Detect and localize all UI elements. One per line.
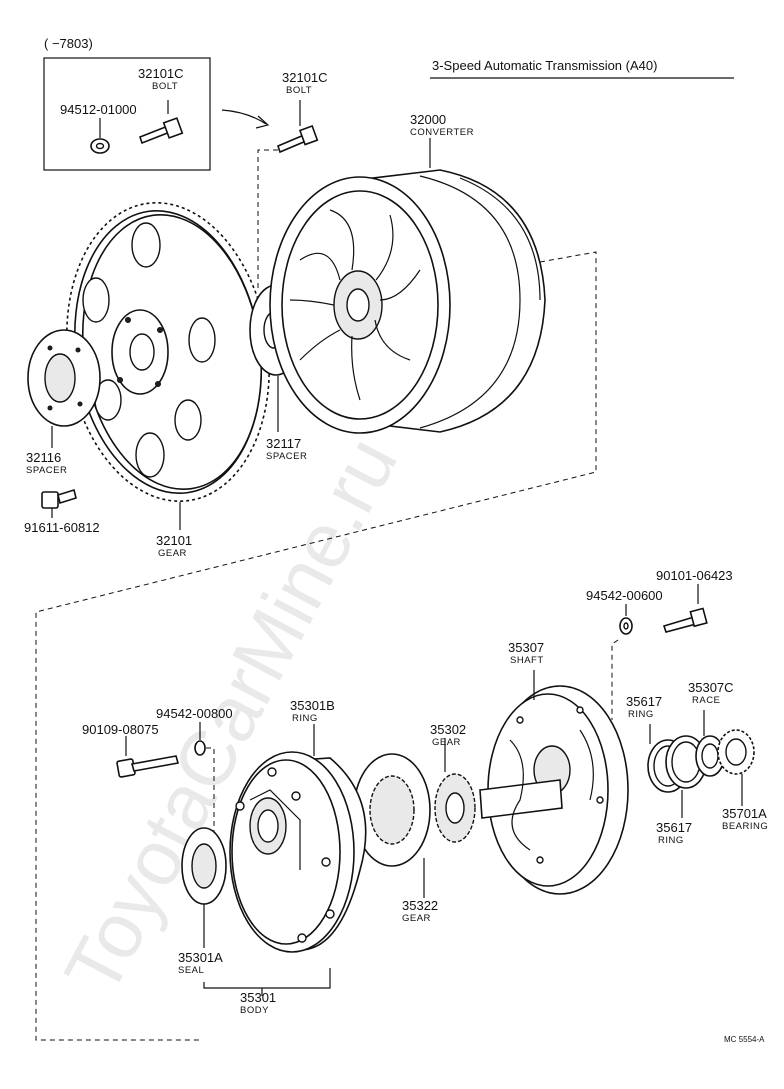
label-32000: 32000 CONVERTER xyxy=(410,112,474,138)
part-number: 90101-06423 xyxy=(656,568,733,583)
part-number: 94542-00600 xyxy=(586,588,663,603)
driven-gear xyxy=(353,753,431,867)
race xyxy=(695,735,725,777)
label-94542-00600: 94542-00600 xyxy=(586,588,663,603)
inset-frame xyxy=(43,57,211,171)
inset-note: ( −7803) xyxy=(44,36,93,51)
part-name: RING xyxy=(292,713,318,724)
part-number: 35701A xyxy=(722,806,767,821)
bolt-icon xyxy=(139,117,184,145)
label-35322: 35322 GEAR xyxy=(402,898,438,924)
label-35302: 35302 GEAR xyxy=(430,722,466,748)
label-35307C: 35307C RACE xyxy=(688,680,734,706)
title-text: 3-Speed Automatic Transmission (A40) xyxy=(432,58,657,73)
label-32101C-inset: 32101C BOLT xyxy=(138,66,184,92)
part-name: SHAFT xyxy=(510,655,544,666)
assembly-line xyxy=(35,251,597,1041)
diagram-title: 3-Speed Automatic Transmission (A40) xyxy=(430,58,734,79)
part-name: GEAR xyxy=(402,913,431,924)
thrust-bearing xyxy=(717,729,755,775)
label-32101: 32101 GEAR xyxy=(156,533,192,559)
label-32101C: 32101C BOLT xyxy=(282,70,328,96)
bolt-icon xyxy=(662,607,708,633)
label-94512: 94512-01000 xyxy=(60,102,137,117)
part-name: RACE xyxy=(692,695,720,706)
part-number: 35307C xyxy=(688,680,734,695)
nut-icon xyxy=(90,138,110,154)
label-35617-upper: 35617 RING xyxy=(626,694,662,720)
part-name: CONVERTER xyxy=(410,127,474,138)
label-90109: 90109-08075 xyxy=(82,722,159,737)
part-number: 35617 xyxy=(626,694,662,709)
bolt-icon xyxy=(41,488,77,509)
label-35701A: 35701A BEARING xyxy=(722,806,768,832)
arrow-icon xyxy=(221,109,267,125)
part-number: 35617 xyxy=(656,820,692,835)
part-name: SPACER xyxy=(26,465,67,476)
part-number: 32000 xyxy=(410,112,446,127)
part-number: 90109-08075 xyxy=(82,722,159,737)
part-number: 32117 xyxy=(266,436,301,451)
part-name: RING xyxy=(628,709,654,720)
label-35301: 35301 BODY xyxy=(240,990,276,1016)
bolt-icon xyxy=(277,125,319,154)
part-name: BEARING xyxy=(722,821,768,832)
part-name: BOLT xyxy=(152,81,178,92)
part-number: 32116 xyxy=(26,450,61,465)
part-number: 35301 xyxy=(240,990,276,1005)
label-32117: 32117 SPACER xyxy=(266,436,307,462)
lock-washer-icon xyxy=(194,740,206,756)
part-name: BODY xyxy=(240,1005,269,1016)
part-name: GEAR xyxy=(432,737,461,748)
part-number: 32101C xyxy=(138,66,184,81)
part-name: SEAL xyxy=(178,965,204,976)
part-number: 32101 xyxy=(156,533,192,548)
inset-box: ( −7803) xyxy=(43,36,211,171)
spacer-32116 xyxy=(27,329,101,427)
lock-washer-icon xyxy=(619,617,633,635)
torque-converter xyxy=(269,169,546,434)
part-number: 94512-01000 xyxy=(60,102,137,117)
part-number: 35301A xyxy=(178,950,223,965)
figure-code: MC 5554-A xyxy=(724,1035,765,1044)
part-name: RING xyxy=(658,835,684,846)
label-91611: 91611-60812 xyxy=(24,520,100,535)
stator-shaft xyxy=(479,685,629,895)
part-number: 94542-00800 xyxy=(156,706,233,721)
part-number: 91611-60812 xyxy=(24,520,100,535)
part-number: 35307 xyxy=(508,640,544,655)
part-name: GEAR xyxy=(158,548,187,559)
part-name: SPACER xyxy=(266,451,307,462)
oil-seal xyxy=(181,827,227,905)
part-name: BOLT xyxy=(286,85,312,96)
part-number: 35322 xyxy=(402,898,438,913)
label-90101: 90101-06423 xyxy=(656,568,733,583)
body-bracket xyxy=(203,968,331,989)
flywheel-ring-gear xyxy=(65,202,271,502)
label-35617-lower: 35617 RING xyxy=(656,820,692,846)
bolt-icon xyxy=(116,755,180,778)
pump-body xyxy=(229,751,367,953)
part-number: 35302 xyxy=(430,722,466,737)
part-number: 35301B xyxy=(290,698,335,713)
label-35301B: 35301B RING xyxy=(290,698,335,724)
label-32116: 32116 SPACER xyxy=(26,450,67,476)
label-94542-00800: 94542-00800 xyxy=(156,706,233,721)
label-35301A: 35301A SEAL xyxy=(178,950,223,976)
seal-ring-upper xyxy=(647,735,707,793)
drive-gear xyxy=(434,773,476,843)
assembly-line xyxy=(257,149,278,290)
part-number: 32101C xyxy=(282,70,328,85)
label-35307: 35307 SHAFT xyxy=(508,640,544,666)
